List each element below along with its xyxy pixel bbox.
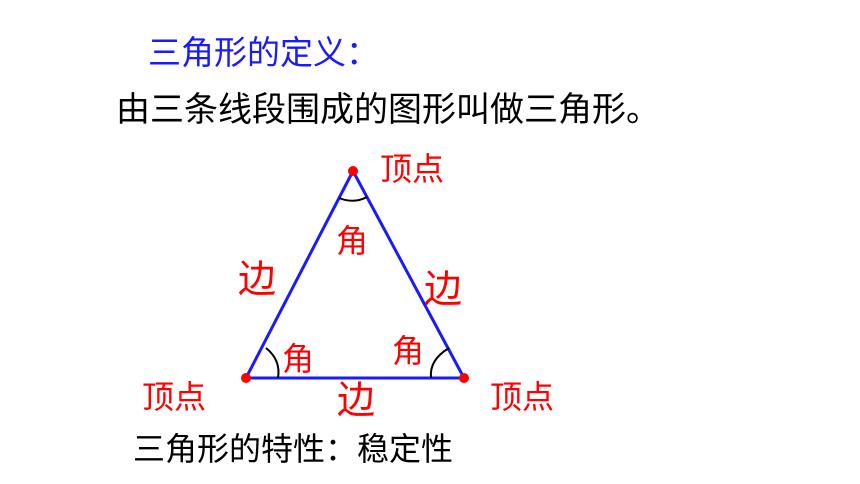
side-label-right: 边 <box>424 267 462 311</box>
angle-arc-right <box>429 347 450 379</box>
angle-label-top: 角 <box>336 222 368 260</box>
angle-arc-top <box>338 196 368 202</box>
angle-label-left: 角 <box>282 340 314 378</box>
vertex-dot-left <box>241 373 251 383</box>
vertex-dot-right <box>459 373 469 383</box>
vertex-dot-top <box>348 166 358 176</box>
triangle-side-left <box>244 170 355 379</box>
definition-text: 由三条线段围成的图形叫做三角形。 <box>116 90 660 130</box>
vertex-label-top: 顶点 <box>380 150 444 188</box>
heading: 三角形的定义： <box>148 33 379 72</box>
side-label-bottom: 边 <box>337 378 375 422</box>
angle-label-right: 角 <box>392 332 424 370</box>
side-label-left: 边 <box>238 257 276 301</box>
triangle-side-right <box>351 170 466 379</box>
vertex-label-left: 顶点 <box>142 378 206 416</box>
vertex-label-right: 顶点 <box>490 378 554 416</box>
property-text: 三角形的特性：稳定性 <box>133 430 454 468</box>
angle-arc-left <box>265 347 280 379</box>
